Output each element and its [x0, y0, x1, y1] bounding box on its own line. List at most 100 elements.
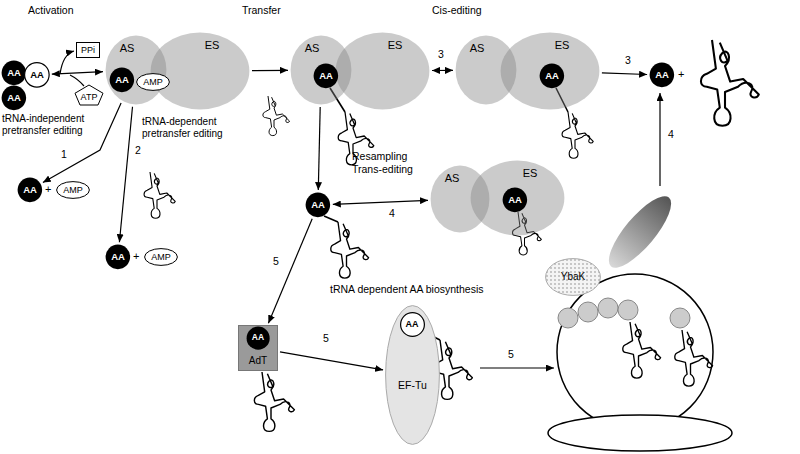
node-shape	[471, 161, 565, 236]
node-outline	[455, 35, 517, 105]
node-shape	[2, 61, 27, 86]
node-shape	[75, 85, 103, 105]
connector-arrow	[318, 107, 320, 190]
node-text: AS	[445, 172, 460, 185]
node-shape	[25, 63, 50, 88]
node-outline	[105, 35, 167, 105]
node-shape	[386, 306, 440, 445]
node-shape	[400, 312, 424, 336]
trans-editing-factor	[600, 188, 681, 276]
amp-ellipse: AMP	[144, 248, 178, 266]
step-number: 3	[437, 48, 445, 60]
amino-acid-circle: AA	[539, 63, 565, 89]
connector-arrow	[432, 70, 453, 71]
node-shape	[503, 188, 528, 213]
trna-link	[324, 216, 338, 222]
release-arrow	[659, 93, 660, 186]
node-text: AA	[319, 71, 333, 82]
node-shape	[145, 249, 178, 266]
atp-input-line	[70, 75, 84, 86]
ribosome-small-subunit	[548, 415, 732, 451]
ef-tu-ellipse: EF-Tu AA	[385, 305, 440, 445]
annotation-label: +	[678, 68, 684, 81]
node-shape	[137, 74, 170, 91]
node-text: AA	[23, 185, 37, 196]
peptide-bead	[598, 298, 618, 318]
trna	[675, 330, 713, 386]
step-number: 5	[322, 332, 330, 344]
trna	[144, 172, 175, 218]
amino-acid-circle: AA	[313, 63, 339, 89]
node-shape	[106, 245, 131, 270]
ribosome-large-subunit	[557, 274, 713, 430]
annotation-label: 5	[508, 348, 514, 361]
node-shape	[239, 326, 278, 371]
node-shape	[540, 64, 565, 89]
node-shape	[151, 33, 250, 110]
node-text: ES	[523, 167, 538, 180]
node-shape	[110, 68, 135, 93]
node-text: AA	[7, 93, 21, 104]
node-text: AA	[655, 70, 669, 81]
amp-ellipse: AMP	[56, 181, 90, 199]
node-text: EF-Tu	[398, 379, 427, 391]
connector-arrow	[119, 107, 132, 242]
node-shape	[431, 166, 490, 233]
amino-acid-circle: AA	[649, 62, 675, 88]
connector-arrow	[252, 70, 288, 71]
node-shape	[106, 36, 167, 105]
connector-arrow	[280, 352, 383, 370]
node-text: AdT	[249, 355, 267, 367]
annotation-label: 4	[668, 128, 674, 141]
step-number: 2	[134, 144, 142, 156]
node-text: AS	[305, 42, 320, 55]
connector-arrow	[268, 219, 312, 324]
amino-acid-circle: AA	[246, 326, 270, 350]
peptide-bead	[618, 300, 638, 320]
node-text: AA	[252, 333, 264, 343]
node-text: ES	[205, 39, 220, 52]
amino-acid-circle: AA	[305, 192, 331, 218]
amino-acid-circle: AA	[24, 62, 50, 88]
node-shape	[336, 33, 430, 110]
ppi-box: PPi	[76, 42, 100, 58]
amino-acid-circle: AA	[109, 67, 135, 93]
node-text: AA	[115, 75, 129, 86]
node-shape	[77, 43, 100, 58]
connector-arrow	[333, 200, 428, 204]
ybak-ellipse: YbaK	[545, 258, 601, 296]
node-text: PPi	[81, 45, 95, 55]
node-text: AA	[311, 200, 325, 211]
node-text: AA	[30, 70, 44, 81]
annotation-label: Activation	[28, 4, 74, 17]
node-shape	[291, 36, 352, 105]
adt-box: AdT AA	[238, 325, 278, 371]
trna	[623, 322, 661, 378]
node-shape	[18, 178, 43, 203]
peptide-bead	[578, 302, 598, 322]
amino-acid-circle: AA	[400, 312, 425, 337]
step-number: 3	[624, 54, 632, 66]
node-text: ES	[388, 39, 403, 52]
step-number: 4	[388, 207, 396, 219]
step-number: 1	[60, 148, 68, 160]
node-text: AS	[470, 42, 485, 55]
node-shape	[456, 36, 517, 105]
node-text: AA	[406, 319, 419, 329]
amino-acid-circle: AA	[502, 187, 528, 213]
trna	[254, 372, 294, 431]
active-site: AS	[430, 165, 490, 233]
node-shape	[2, 86, 27, 111]
node-text: AA	[545, 71, 559, 82]
node-shape	[306, 193, 331, 218]
connector-arrow	[602, 73, 647, 75]
trna	[331, 222, 369, 278]
annotation-label: +	[45, 183, 51, 196]
node-text: AS	[120, 42, 135, 55]
peptide-bead	[558, 308, 578, 328]
node-shape	[57, 182, 90, 199]
active-site: AS AA	[290, 35, 352, 105]
node-shape	[246, 326, 269, 349]
node-text: AA	[508, 195, 522, 206]
node-text: AA	[111, 252, 125, 263]
